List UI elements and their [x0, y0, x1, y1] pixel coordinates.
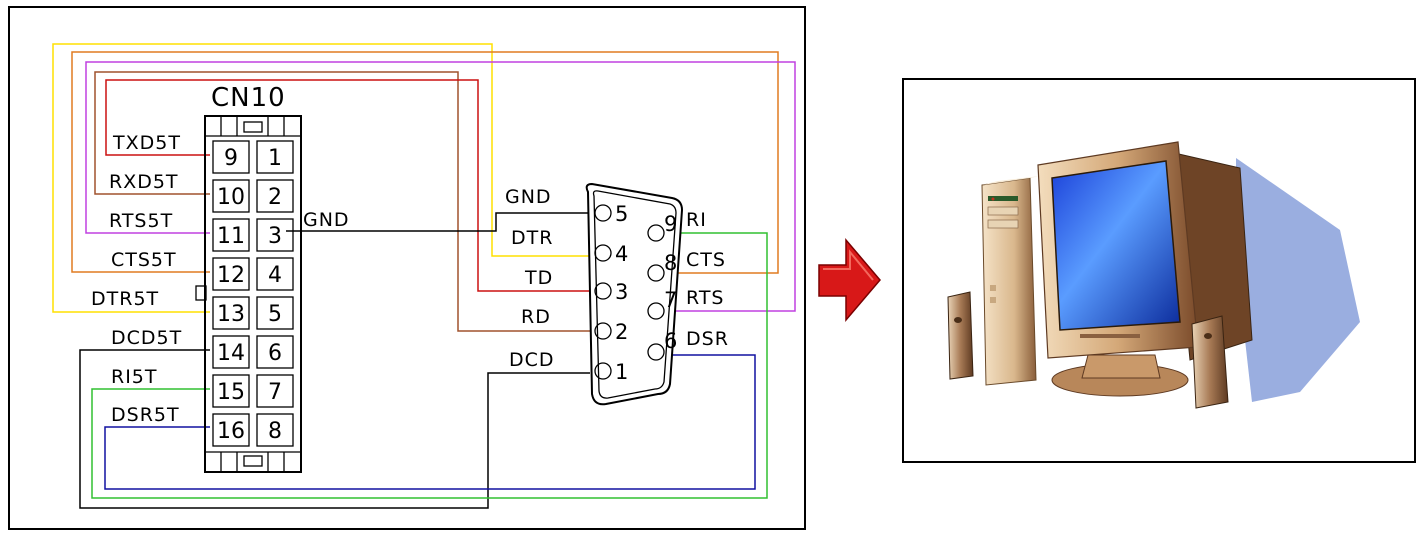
db9-label-ri: RI	[686, 209, 707, 231]
pin-6: 6	[268, 341, 282, 366]
db9-hole-6	[647, 343, 665, 361]
cn10-signal-labels: TXD5T RXD5T RTS5T CTS5T DTR5T DCD5T RI5T…	[91, 132, 350, 426]
db9-num-2: 2	[615, 320, 628, 344]
pin-8: 8	[268, 419, 282, 444]
label-txd5t: TXD5T	[112, 132, 181, 154]
label-dsr5t: DSR5T	[111, 404, 180, 426]
label-rts5t: RTS5T	[109, 210, 173, 232]
wire-gnd	[286, 212, 590, 232]
db9-label-dcd: DCD	[509, 349, 555, 371]
pin-11: 11	[217, 224, 245, 249]
connector-title: CN10	[211, 83, 286, 113]
pin-9: 9	[224, 146, 238, 171]
db9-num-5: 5	[615, 202, 628, 226]
wire-dtr	[52, 43, 590, 313]
db9-hole-9	[647, 224, 665, 242]
db9-hole-4	[594, 244, 612, 262]
db9-label-dtr: DTR	[511, 227, 553, 249]
label-cn10-gnd: GND	[303, 209, 350, 231]
label-rxd5t: RXD5T	[109, 171, 179, 193]
db9-labels: GND DTR TD RD DCD RI CTS RTS DSR	[505, 186, 729, 371]
wire-cts	[71, 51, 779, 274]
wire-txd	[105, 79, 590, 292]
computer-frame	[902, 78, 1416, 463]
wire-dsr	[104, 354, 756, 490]
dtr-stub	[195, 285, 207, 301]
pin-3: 3	[268, 224, 282, 249]
pin-5: 5	[268, 302, 282, 327]
db9-num-6: 6	[664, 329, 677, 353]
pin-16: 16	[217, 419, 245, 444]
db9-num-9: 9	[664, 212, 677, 236]
db9-num-3: 3	[615, 280, 628, 304]
pin-14: 14	[217, 341, 245, 366]
label-dtr5t: DTR5T	[91, 288, 159, 310]
wire-rxd	[94, 71, 590, 332]
desktop-computer-icon	[947, 141, 1360, 409]
wires	[52, 43, 796, 509]
pin-13: 13	[217, 302, 245, 327]
db9-shell-inner	[592, 190, 677, 399]
label-dcd5t: DCD5T	[111, 327, 182, 349]
pin-10: 10	[217, 185, 245, 210]
cn10-connector: CN10 9 10 11 12 13 14	[195, 83, 302, 473]
db9-hole-5	[594, 204, 612, 222]
db9-shell-outer	[585, 182, 684, 406]
db9-hole-8	[647, 264, 665, 282]
connector-body	[204, 115, 302, 473]
wire-rts	[85, 61, 796, 312]
db9-hole-3	[594, 282, 612, 300]
label-ri5t: RI5T	[111, 366, 158, 388]
db9-label-rd: RD	[521, 306, 551, 328]
db9-label-rts: RTS	[686, 287, 725, 309]
db9-label-cts: CTS	[686, 249, 726, 271]
db9-num-7: 7	[664, 288, 677, 312]
pin-1: 1	[268, 146, 282, 171]
pin-7: 7	[268, 380, 282, 405]
pin-2: 2	[268, 185, 282, 210]
db9-label-gnd: GND	[505, 186, 552, 208]
pin-12: 12	[217, 263, 245, 288]
db9-num-4: 4	[615, 242, 628, 266]
db9-hole-2	[594, 322, 612, 340]
pin-cells	[212, 140, 294, 447]
db9-hole-7	[647, 302, 665, 320]
right-arrow-icon	[818, 237, 881, 323]
db9-num-8: 8	[664, 251, 677, 275]
db9-num-1: 1	[615, 360, 628, 384]
schematic-frame	[8, 6, 806, 530]
db9-hole-1	[594, 362, 612, 380]
db9-connector: 5 4 3 2 1 9 8 7 6	[585, 182, 684, 406]
db9-label-dsr: DSR	[686, 328, 729, 350]
wire-dcd	[79, 349, 590, 509]
pin-15: 15	[217, 380, 245, 405]
db9-label-td: TD	[524, 267, 553, 289]
pin-4: 4	[268, 263, 282, 288]
label-cts5t: CTS5T	[111, 249, 177, 271]
wire-ri	[91, 232, 768, 499]
